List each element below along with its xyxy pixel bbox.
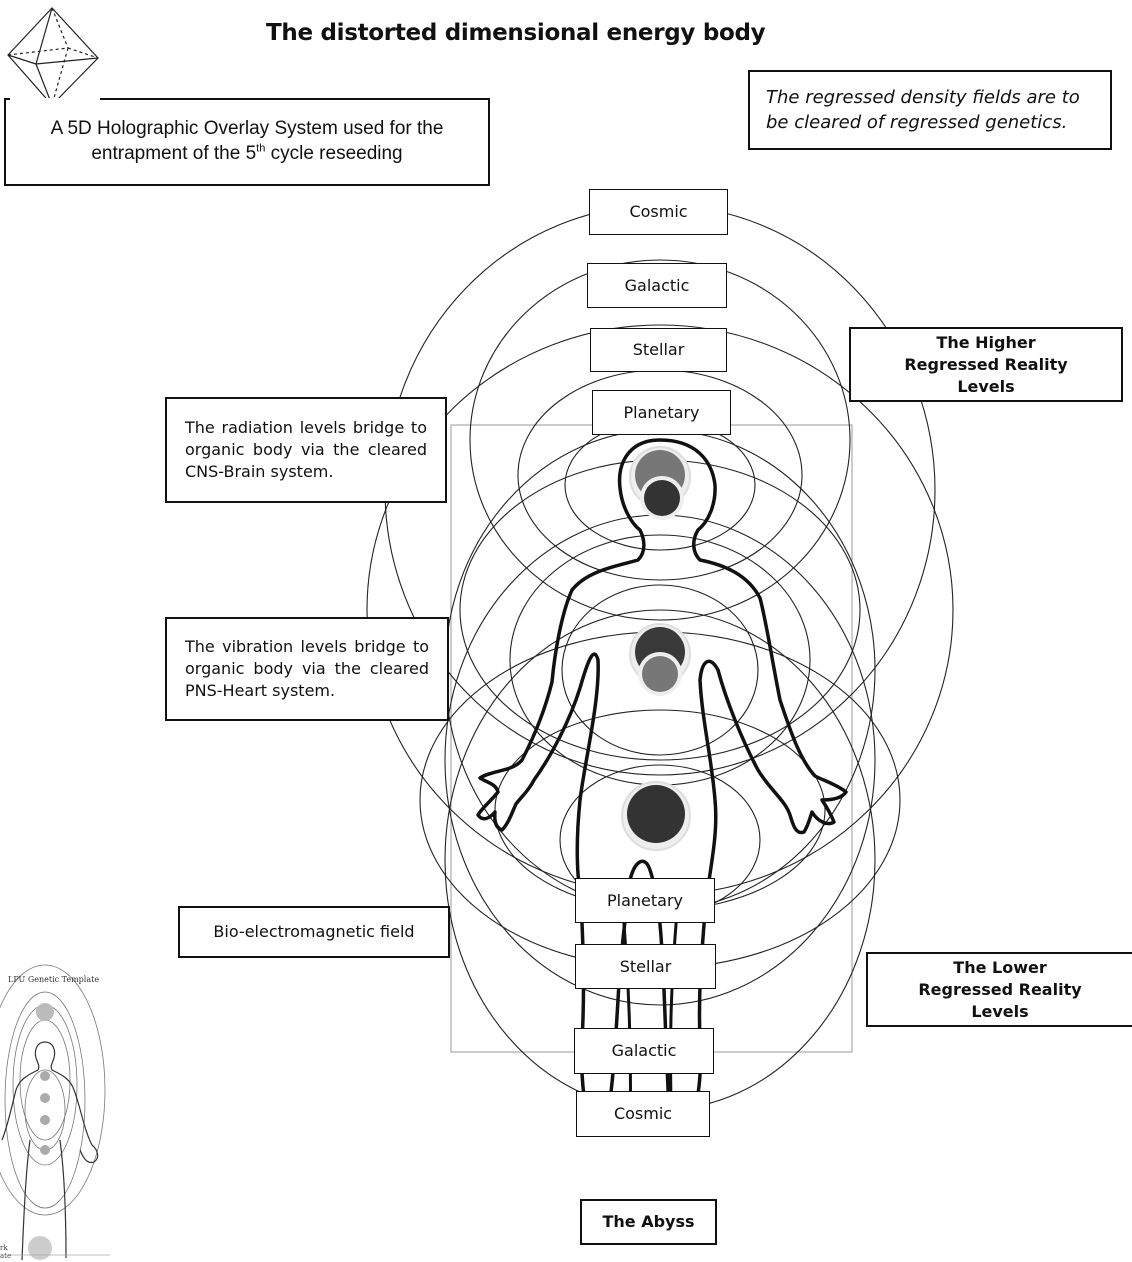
bio-electromagnetic-field-box: Bio-electromagnetic field [178,906,450,958]
holographic-line-1: A 5D Holographic Overlay System used for… [50,118,444,139]
level-galactic-lower: Galactic [574,1028,714,1074]
heart-chakra [629,623,691,696]
regressed-density-note: The regressed density fields are to be c… [748,70,1112,150]
lower-regressed-reality-box: The Lower Regressed Reality Levels [866,952,1132,1027]
holographic-overlay-box: A 5D Holographic Overlay System used for… [4,98,490,186]
thumbnail-title: LPU Genetic Template [8,975,100,984]
level-planetary-lower: Planetary [575,878,715,923]
page-title: The distorted dimensional energy body [266,20,766,46]
level-galactic-upper: Galactic [587,263,727,308]
the-abyss-box: The Abyss [580,1199,717,1245]
vibration-bridge-box: The vibration levels bridge to organic b… [165,617,449,721]
holographic-line-2: entrapment of the 5th cycle reseeding [91,142,403,164]
level-stellar-upper: Stellar [590,328,727,372]
thumbnail-footer: rk ate [0,1244,12,1260]
level-cosmic-lower: Cosmic [576,1091,710,1137]
level-planetary-upper: Planetary [592,390,731,435]
energy-field-ellipses [366,204,954,1111]
holographic-box-top-tick [4,98,10,100]
sacral-chakra [621,781,691,851]
octahedron-icon [7,7,99,106]
higher-regressed-reality-box: The Higher Regressed Reality Levels [849,327,1123,402]
human-silhouette [476,438,848,1132]
level-stellar-lower: Stellar [575,944,716,989]
radiation-bridge-box: The radiation levels bridge to organic b… [165,397,447,503]
head-chakra [629,446,691,520]
holographic-box-top-border [100,98,490,100]
lpu-genetic-template-thumbnail [0,964,110,1261]
level-cosmic-upper: Cosmic [589,189,728,235]
